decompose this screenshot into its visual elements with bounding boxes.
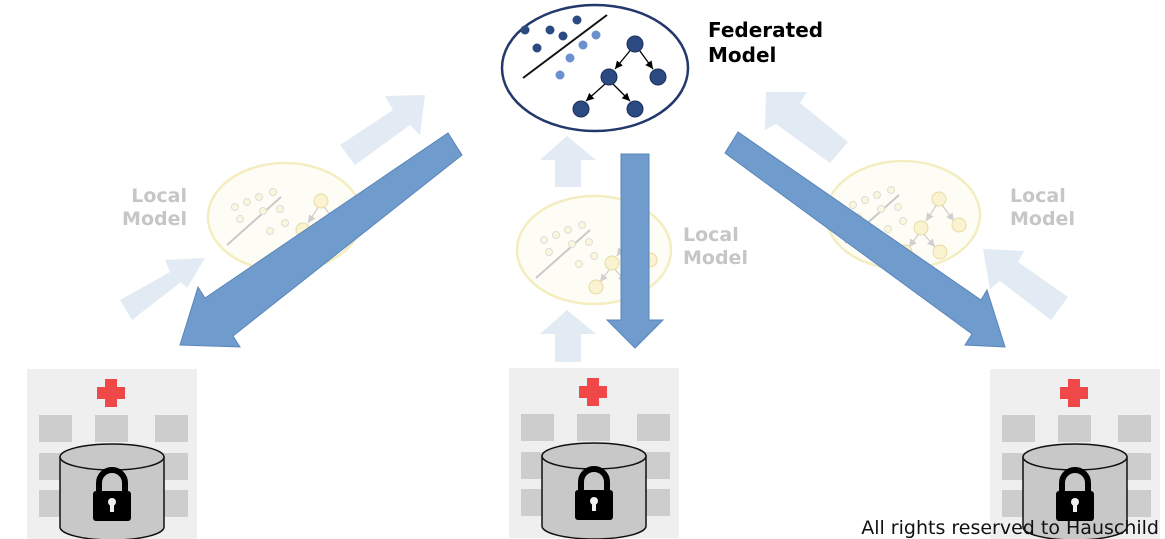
download-arrow-left (179, 132, 463, 348)
local-model-center-label-1: Local (683, 224, 739, 246)
upload-arrows (120, 92, 1068, 362)
upload-arrow-left-lower (120, 258, 205, 320)
download-arrows (179, 131, 1006, 349)
hospital-right (990, 369, 1160, 539)
local-model-right-label-2: Model (1010, 208, 1075, 230)
hospital-left (27, 369, 197, 539)
upload-arrow-center-upper (540, 136, 596, 187)
local-model-left: Local Model (122, 163, 362, 271)
upload-arrow-left-upper (340, 95, 425, 165)
download-arrow-right (724, 131, 1006, 348)
hospital-center (509, 368, 679, 539)
local-model-right: Local Model (826, 161, 1075, 269)
upload-arrow-right-upper (765, 92, 848, 163)
hospital-building-icon (27, 369, 197, 539)
copyright-credit: All rights reserved to Hauschild (861, 517, 1159, 539)
federated-model-label-2: Model (708, 43, 776, 67)
download-arrow-center (605, 153, 665, 349)
local-model-left-label-2: Model (122, 208, 187, 230)
local-model-center: Local Model (517, 196, 748, 304)
federated-model-label-1: Federated (708, 18, 823, 42)
upload-arrow-center-lower (540, 310, 596, 362)
local-model-right-label-1: Local (1010, 185, 1066, 207)
upload-arrow-right-lower (983, 249, 1068, 320)
federated-model: Federated Model (500, 3, 823, 133)
hospital-building-icon (509, 368, 679, 539)
local-model-center-label-2: Model (683, 247, 748, 269)
local-model-left-label-1: Local (131, 185, 187, 207)
hospital-building-icon (990, 369, 1160, 539)
